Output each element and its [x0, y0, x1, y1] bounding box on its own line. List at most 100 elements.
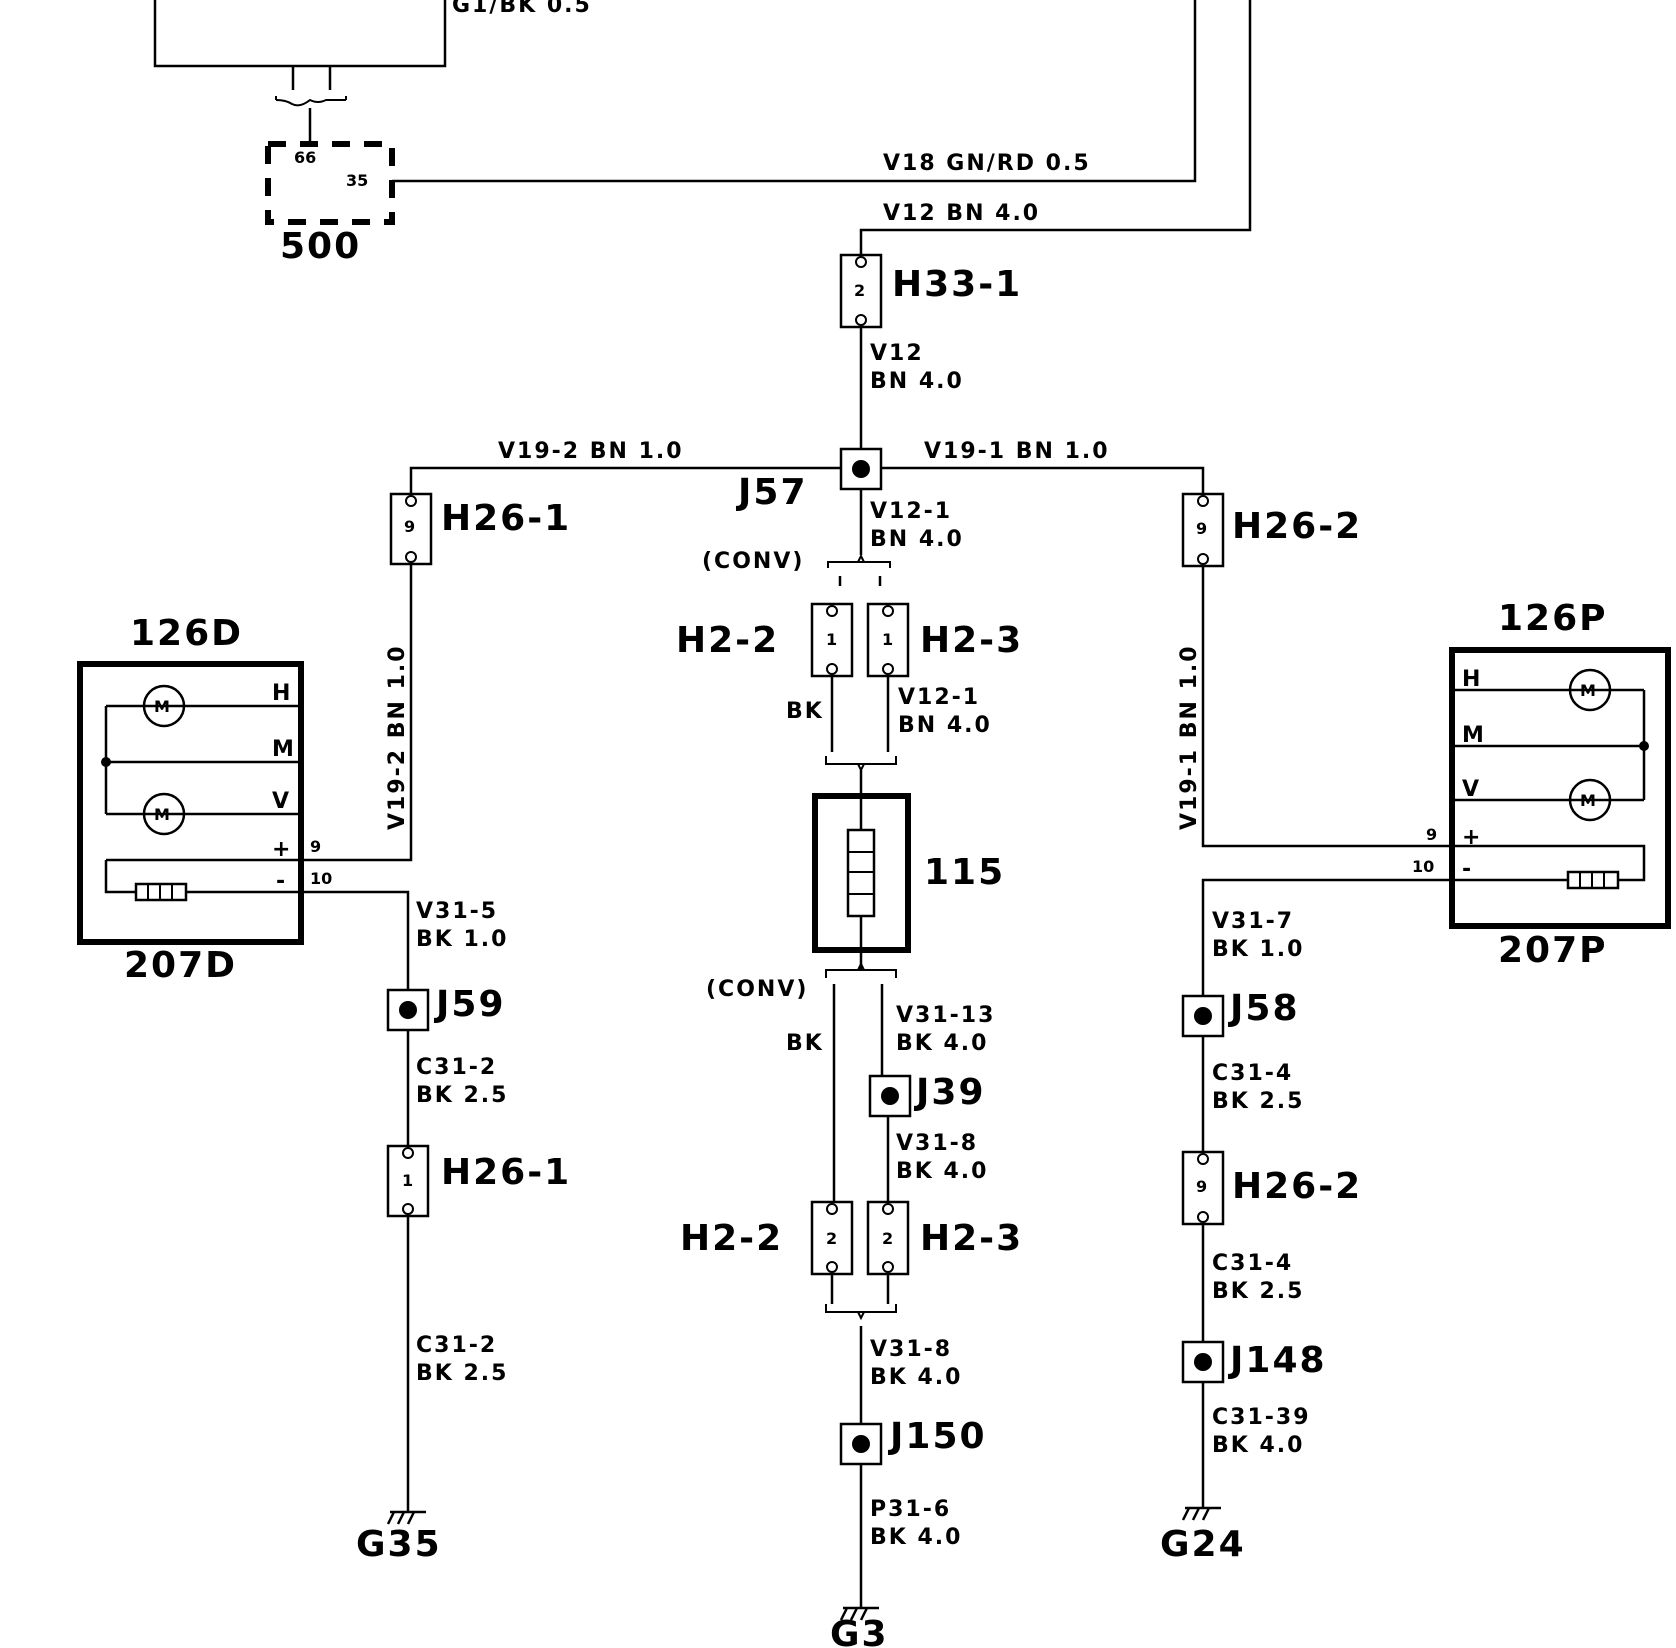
h26-1-top-label: H26-1	[441, 498, 571, 539]
ground-g24: G24	[1160, 1524, 1246, 1565]
motor-p-pin-10: 10	[1412, 857, 1434, 876]
wire-v31-5-spec: BK 1.0	[416, 927, 508, 952]
junction-j57: V19-2 BN 1.0 V19-1 BN 1.0 J57 V12-1 BN 4…	[409, 439, 1205, 555]
motor-126d-label: 126D	[130, 613, 243, 654]
center-bk-2: BK	[786, 1031, 824, 1056]
left-vertical-wire-label: V19-2 BN 1.0	[385, 644, 410, 830]
wire-c31-4b-id: C31-4	[1212, 1251, 1293, 1276]
wire-v31-7-spec: BK 1.0	[1212, 937, 1304, 962]
wire-v31-13-spec: BK 4.0	[896, 1031, 988, 1056]
left-branch: 9 H26-1 V19-2 BN 1.0 126D 207D M M H M V…	[77, 492, 571, 1565]
h2-2-top-label: H2-2	[676, 620, 779, 661]
h2-3-bot-pin: 2	[882, 1229, 893, 1248]
motor-d-tap-v: V	[272, 789, 291, 814]
wire-label-cut: G1/BK 0.5	[452, 0, 592, 18]
motor-p-tap-h: H	[1462, 667, 1482, 692]
component-500: 66 35 500	[265, 141, 395, 267]
h33-label: H33-1	[892, 264, 1022, 305]
h2-3-top-label: H2-3	[920, 620, 1023, 661]
motor-207p-label: 207P	[1498, 930, 1608, 971]
motor-d-pin-10: 10	[310, 869, 332, 888]
h26-2-bot-label: H26-2	[1232, 1166, 1362, 1207]
motor-p-pin-9: 9	[1426, 825, 1437, 844]
h2-3-top-pin: 1	[882, 630, 893, 649]
wire-c31-4a-id: C31-4	[1212, 1061, 1293, 1086]
j148-label: J148	[1227, 1340, 1327, 1381]
motor-box-126d: 126D 207D M M H M V + - 9 10	[77, 613, 332, 986]
motor-d-tap-h: H	[272, 681, 292, 706]
wire-v12-1-spec: BN 4.0	[898, 713, 992, 738]
wire-v12-1-id: V12-1	[898, 685, 980, 710]
wire-label-v12-top: V12 BN 4.0	[883, 201, 1040, 226]
top-wiring: G1/BK 0.5 V18 GN/RD 0.5 V12 BN 4.0	[153, 0, 1252, 255]
wire-label-v18: V18 GN/RD 0.5	[883, 151, 1091, 176]
wire-c31-2a-spec: BK 2.5	[416, 1083, 508, 1108]
conv-label-1: (CONV)	[702, 549, 804, 574]
wire-v31-8b-spec: BK 4.0	[870, 1365, 962, 1390]
component-115-label: 115	[924, 852, 1005, 893]
h26-2-top-label: H26-2	[1232, 506, 1362, 547]
wire-v31-5-id: V31-5	[416, 899, 498, 924]
pin-66: 66	[294, 148, 316, 167]
ground-g35: G35	[356, 1524, 442, 1565]
connector-h33-1: 2 H33-1 V12 BN 4.0	[839, 253, 1022, 450]
motor-126p-label: 126P	[1498, 598, 1608, 639]
motor-box-126p: 126P 207P M M H M V + - 9 10	[1412, 598, 1671, 971]
ground-g3: G3	[830, 1614, 889, 1648]
right-vertical-wire-label: V19-1 BN 1.0	[1177, 644, 1202, 830]
motor-d-tap-m: M	[272, 737, 296, 762]
h33-wire-id: V12	[870, 341, 924, 366]
h2-2-bot-label: H2-2	[680, 1218, 783, 1259]
wire-p31-6-spec: BK 4.0	[870, 1525, 962, 1550]
motor-p-tap-m: M	[1462, 723, 1486, 748]
motor-d-minus: -	[276, 869, 287, 894]
wire-v31-8a-id: V31-8	[896, 1131, 978, 1156]
j57-down-spec: BN 4.0	[870, 527, 964, 552]
j59-label: J59	[433, 984, 506, 1025]
motor-d-symbol-2: M	[154, 805, 170, 824]
h26-2-bot-pin: 9	[1196, 1177, 1207, 1196]
wire-p31-6-id: P31-6	[870, 1497, 951, 1522]
j57-label: J57	[735, 472, 808, 513]
motor-d-symbol-1: M	[154, 697, 170, 716]
wire-label-v19-2: V19-2 BN 1.0	[498, 439, 684, 464]
wire-v31-8b-id: V31-8	[870, 1337, 952, 1362]
j39-label: J39	[913, 1072, 986, 1113]
h2-2-bot-pin: 2	[826, 1229, 837, 1248]
motor-d-pin-9: 9	[310, 837, 321, 856]
wire-v31-7-id: V31-7	[1212, 909, 1294, 934]
wire-v31-13-id: V31-13	[896, 1003, 995, 1028]
center-branch: (CONV) 1 H2-2 1 H2-3 BK V12-1 BN 4.0 115…	[676, 549, 1023, 1648]
h33-wire-spec: BN 4.0	[870, 369, 964, 394]
h2-2-top-pin: 1	[826, 630, 837, 649]
right-branch: 9 H26-2 V19-1 BN 1.0 126P 207P M M H M V…	[1160, 492, 1671, 1565]
j150-label: J150	[887, 1416, 987, 1457]
wire-c31-4b-spec: BK 2.5	[1212, 1279, 1304, 1304]
wire-c31-39-spec: BK 4.0	[1212, 1433, 1304, 1458]
wire-c31-2b-id: C31-2	[416, 1333, 497, 1358]
motor-p-plus: +	[1462, 825, 1482, 850]
h26-1-bot-label: H26-1	[441, 1152, 571, 1193]
h26-1-top-pin: 9	[404, 517, 415, 536]
wire-c31-2b-spec: BK 2.5	[416, 1361, 508, 1386]
motor-d-plus: +	[272, 837, 292, 862]
wire-c31-39-id: C31-39	[1212, 1405, 1311, 1430]
h26-2-top-pin: 9	[1196, 519, 1207, 538]
motor-p-minus: -	[1462, 857, 1473, 882]
component-500-label: 500	[280, 226, 361, 267]
motor-p-symbol-1: M	[1580, 681, 1596, 700]
conv-label-2: (CONV)	[706, 977, 808, 1002]
wire-c31-2a-id: C31-2	[416, 1055, 497, 1080]
center-bk-1: BK	[786, 699, 824, 724]
motor-207d-label: 207D	[124, 945, 237, 986]
wire-v31-8a-spec: BK 4.0	[896, 1159, 988, 1184]
wire-c31-4a-spec: BK 2.5	[1212, 1089, 1304, 1114]
h2-3-bot-label: H2-3	[920, 1218, 1023, 1259]
h33-pin: 2	[854, 281, 865, 300]
h26-1-bot-pin: 1	[402, 1171, 413, 1190]
pin-35: 35	[346, 171, 368, 190]
j58-label: J58	[1227, 988, 1300, 1029]
motor-p-symbol-2: M	[1580, 791, 1596, 810]
wire-label-v19-1: V19-1 BN 1.0	[924, 439, 1110, 464]
